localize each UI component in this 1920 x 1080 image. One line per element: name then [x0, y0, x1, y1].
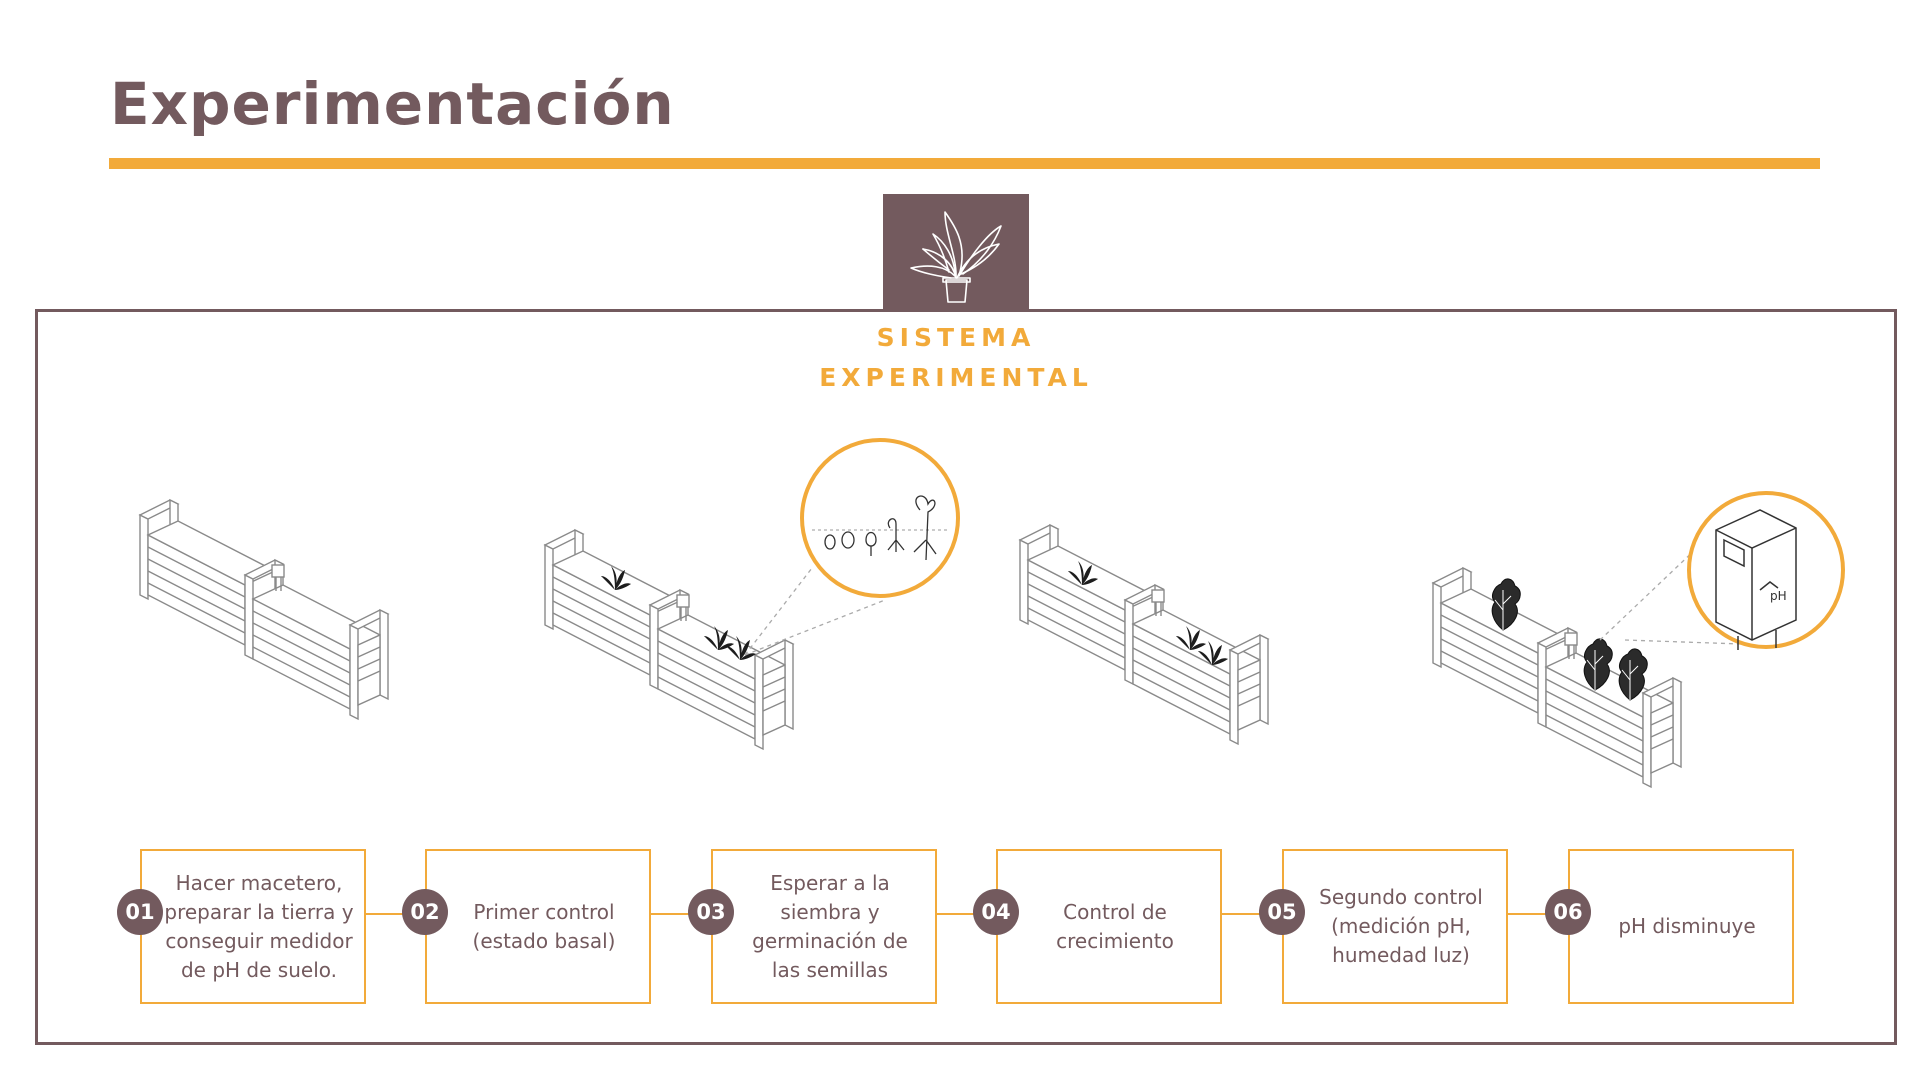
step-text-02: Primer control (estado basal): [472, 899, 616, 953]
step-text-06: pH disminuye: [1618, 914, 1756, 938]
plant-pot-icon: [910, 211, 1002, 303]
step-box-04: Control de crecimiento: [996, 849, 1222, 1004]
step-badge-04: 04: [973, 889, 1019, 935]
planter-step-3: [1019, 524, 1269, 745]
title-underline: [109, 158, 1820, 169]
planter-step-1: [139, 499, 389, 720]
step-box-03: Esperar a la siembra y germinación de la…: [711, 849, 937, 1004]
subtitle-line-2: EXPERIMENTAL: [819, 363, 1093, 392]
seed-germination-zoom: [744, 438, 960, 656]
plant-pot-icon-box: [883, 194, 1029, 309]
planter-step-2: [544, 529, 794, 750]
page-title: Experimentación: [110, 70, 675, 138]
experimental-system-frame: [35, 309, 1897, 1045]
section-subtitle: SISTEMA EXPERIMENTAL: [760, 318, 1152, 398]
ph-meter-label: pH: [1770, 589, 1787, 603]
step-box-05: Segundo control (medición pH, humedad lu…: [1282, 849, 1508, 1004]
planter-step-4: [1432, 567, 1682, 788]
step-badge-06: 06: [1545, 889, 1591, 935]
step-text-04: Control de crecimiento: [1056, 899, 1174, 953]
step-box-06: pH disminuye: [1568, 849, 1794, 1004]
step-text-05: Segundo control (medición pH, humedad lu…: [1319, 885, 1483, 967]
ph-meter-zoom: pH: [1599, 491, 1845, 650]
step-text-01: Hacer macetero, preparar la tierra y con…: [164, 870, 354, 982]
step-badge-01: 01: [117, 889, 163, 935]
step-badge-05: 05: [1259, 889, 1305, 935]
step-badge-03: 03: [688, 889, 734, 935]
subtitle-line-1: SISTEMA: [876, 323, 1036, 352]
step-box-01: Hacer macetero, preparar la tierra y con…: [140, 849, 366, 1004]
step-badge-02: 02: [402, 889, 448, 935]
step-text-03: Esperar a la siembra y germinación de la…: [752, 870, 908, 982]
steps-connector-line: [140, 913, 1794, 915]
step-box-02: Primer control (estado basal): [425, 849, 651, 1004]
